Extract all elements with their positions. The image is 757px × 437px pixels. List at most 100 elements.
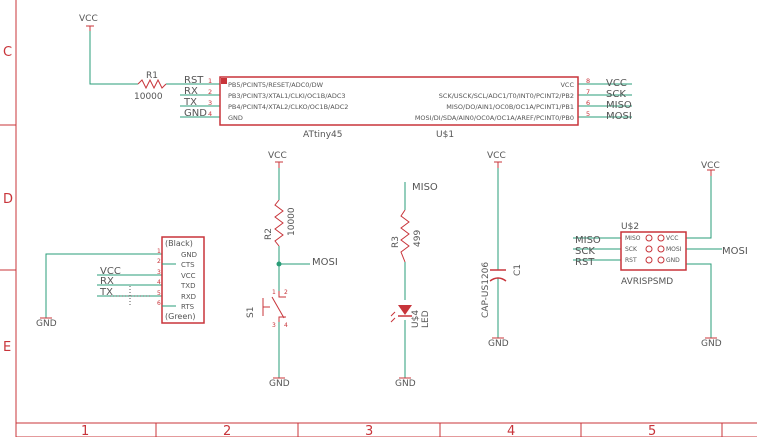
ftdi-pin-label-3: VCC: [181, 272, 196, 280]
ic-pin-label-3: PB4/PCINT4/XTAL2/CLKO/OC1B/ADC2: [228, 103, 348, 111]
resistor-r3-name: R3: [391, 236, 401, 248]
isp-pin-rst: RST: [625, 257, 637, 264]
ic-pin-num-4: 4: [208, 110, 212, 118]
capacitor-c1-name: C1: [513, 264, 523, 276]
ic-pin-label-5: MOSI/DI/SDA/AIN0/OC0A/OC1A/AREF/PCINT0/P…: [415, 114, 574, 122]
ic-right-net-labels: VCC SCK MISO MOSI: [606, 78, 632, 122]
ftdi-pin-num-5: 5: [157, 290, 161, 297]
ftdi-net-tx: TX: [99, 287, 113, 298]
resistor-r1-name: R1: [146, 71, 158, 81]
isp-name: AVRISPSMD: [621, 277, 673, 287]
switch-pin-4: 4: [284, 322, 288, 329]
ic-pin-num-7: 7: [586, 88, 590, 96]
isp-pin-sck: SCK: [625, 246, 638, 253]
isp-net-labels: MISO SCK RST MOSI: [575, 235, 748, 268]
isp-net-miso: MISO: [575, 235, 601, 246]
column-label-2: 2: [223, 424, 231, 437]
resistor-r2-name: R2: [264, 228, 274, 240]
ic-name: ATtiny45: [303, 130, 342, 140]
wires: [45, 30, 722, 378]
led-name: LED: [421, 310, 431, 328]
vcc-label-c1: VCC: [487, 151, 506, 161]
ic-ref: U$1: [436, 130, 454, 140]
ic-pin-label-6: MISO/DO/AIN1/OC0B/OC1A/PCINT1/PB1: [446, 103, 574, 111]
resistor-r1-value: 10000: [134, 92, 163, 102]
resistor-r2-value: 10000: [287, 207, 297, 236]
resistor-r2[interactable]: R2 10000: [264, 199, 297, 247]
net-label-tx: TX: [183, 97, 197, 108]
ftdi-net-vcc: VCC: [100, 266, 121, 277]
led-ref: U$4: [411, 310, 421, 328]
ftdi-pin-num-1: 1: [157, 248, 161, 255]
ftdi-pin-num-2: 2: [157, 258, 161, 265]
gnd-label-ftdi: GND: [36, 319, 57, 329]
column-label-5: 5: [648, 424, 656, 437]
capacitor-c1-package: CAP-US1206: [481, 262, 491, 318]
gnd-label-switch: GND: [269, 379, 290, 389]
net-label-miso: MISO: [606, 100, 632, 111]
gnd-label-led: GND: [395, 379, 416, 389]
attiny45-chip[interactable]: PB5/PCINT5/RESET/ADC0/DW PB3/PCINT3/XTAL…: [208, 76, 590, 140]
ic-pin-num-5: 5: [586, 110, 590, 118]
switch-pin-2: 2: [284, 289, 288, 296]
resistor-r1[interactable]: R1 10000: [134, 71, 167, 102]
pin1-marker: [221, 78, 227, 84]
ftdi-pin-label-1: GND: [181, 251, 197, 259]
isp-ref: U$2: [621, 222, 639, 232]
resistor-r1-body: [137, 78, 167, 90]
attiny45-body: [219, 76, 579, 126]
ftdi-pin-label-2: CTS: [181, 261, 195, 269]
vcc-label-r1: VCC: [79, 14, 98, 24]
ftdi-header[interactable]: (Black) (Green) GND CTS VCC TXD RXD RTS …: [110, 236, 205, 324]
isp-pin-gnd: GND: [666, 257, 680, 264]
ic-left-net-labels: RST RX TX GND: [183, 75, 207, 119]
ic-pin-label-4: GND: [228, 114, 243, 122]
avr-isp-header[interactable]: MISO SCK RST VCC MOSI GND U$2 AVRISPSMD: [620, 222, 687, 287]
vcc-label-isp: VCC: [701, 161, 720, 171]
row-label-c: C: [3, 45, 12, 60]
net-label-mosi-r2: MOSI: [312, 257, 338, 268]
switch-s1[interactable]: S1 1 2 3 4: [246, 289, 288, 329]
led-u4[interactable]: U$4 LED: [390, 305, 431, 328]
ftdi-pin-label-5: RXD: [181, 293, 196, 301]
vcc-label-r2: VCC: [268, 151, 287, 161]
ic-pin-num-6: 6: [586, 99, 590, 107]
column-label-3: 3: [365, 424, 373, 437]
mosi-junction: [276, 261, 282, 267]
resistor-r2-body: [274, 199, 284, 247]
ftdi-pin-num-3: 3: [157, 269, 161, 276]
ic-pin-num-1: 1: [208, 77, 212, 85]
net-label-rst: RST: [184, 75, 204, 86]
column-label-4: 4: [507, 424, 515, 437]
resistor-r3-body: [400, 209, 410, 263]
gnd-label-c1: GND: [488, 339, 509, 349]
isp-net-rst: RST: [575, 257, 595, 268]
isp-pin-miso: MISO: [625, 235, 641, 242]
switch-pin-3: 3: [272, 322, 276, 329]
isp-net-mosi: MOSI: [722, 246, 748, 257]
gnd-label-isp: GND: [701, 339, 722, 349]
isp-net-sck: SCK: [575, 246, 595, 257]
net-label-rx: RX: [184, 86, 198, 97]
isp-pin-mosi: MOSI: [666, 246, 682, 253]
frame-column-labels: 1 2 3 4 5: [81, 424, 656, 437]
ftdi-bottom-label: (Green): [165, 312, 195, 321]
ftdi-pin-label-6: RTS: [181, 303, 195, 311]
net-label-miso-r3: MISO: [412, 182, 438, 193]
ic-pin-label-8: VCC: [560, 81, 574, 89]
switch-pin-1: 1: [272, 289, 276, 296]
ftdi-header-body: [161, 236, 205, 324]
net-label-vcc: VCC: [606, 78, 627, 89]
ic-pin-label-7: SCK/USCK/SCL/ADC1/T0/INT0/PCINT2/PB2: [439, 92, 574, 100]
switch-s1-name: S1: [246, 307, 256, 318]
resistor-r3[interactable]: R3 499: [391, 209, 423, 263]
isp-header-body: [620, 231, 687, 271]
capacitor-c1[interactable]: C1 CAP-US1206: [481, 262, 523, 318]
isp-pin-vcc: VCC: [666, 235, 678, 242]
ftdi-pin-num-6: 6: [157, 300, 161, 307]
ic-pin-label-2: PB3/PCINT3/XTAL1/CLKI/OC1B/ADC3: [228, 92, 346, 100]
net-label-gnd: GND: [184, 108, 207, 119]
led-symbol: [398, 305, 412, 315]
